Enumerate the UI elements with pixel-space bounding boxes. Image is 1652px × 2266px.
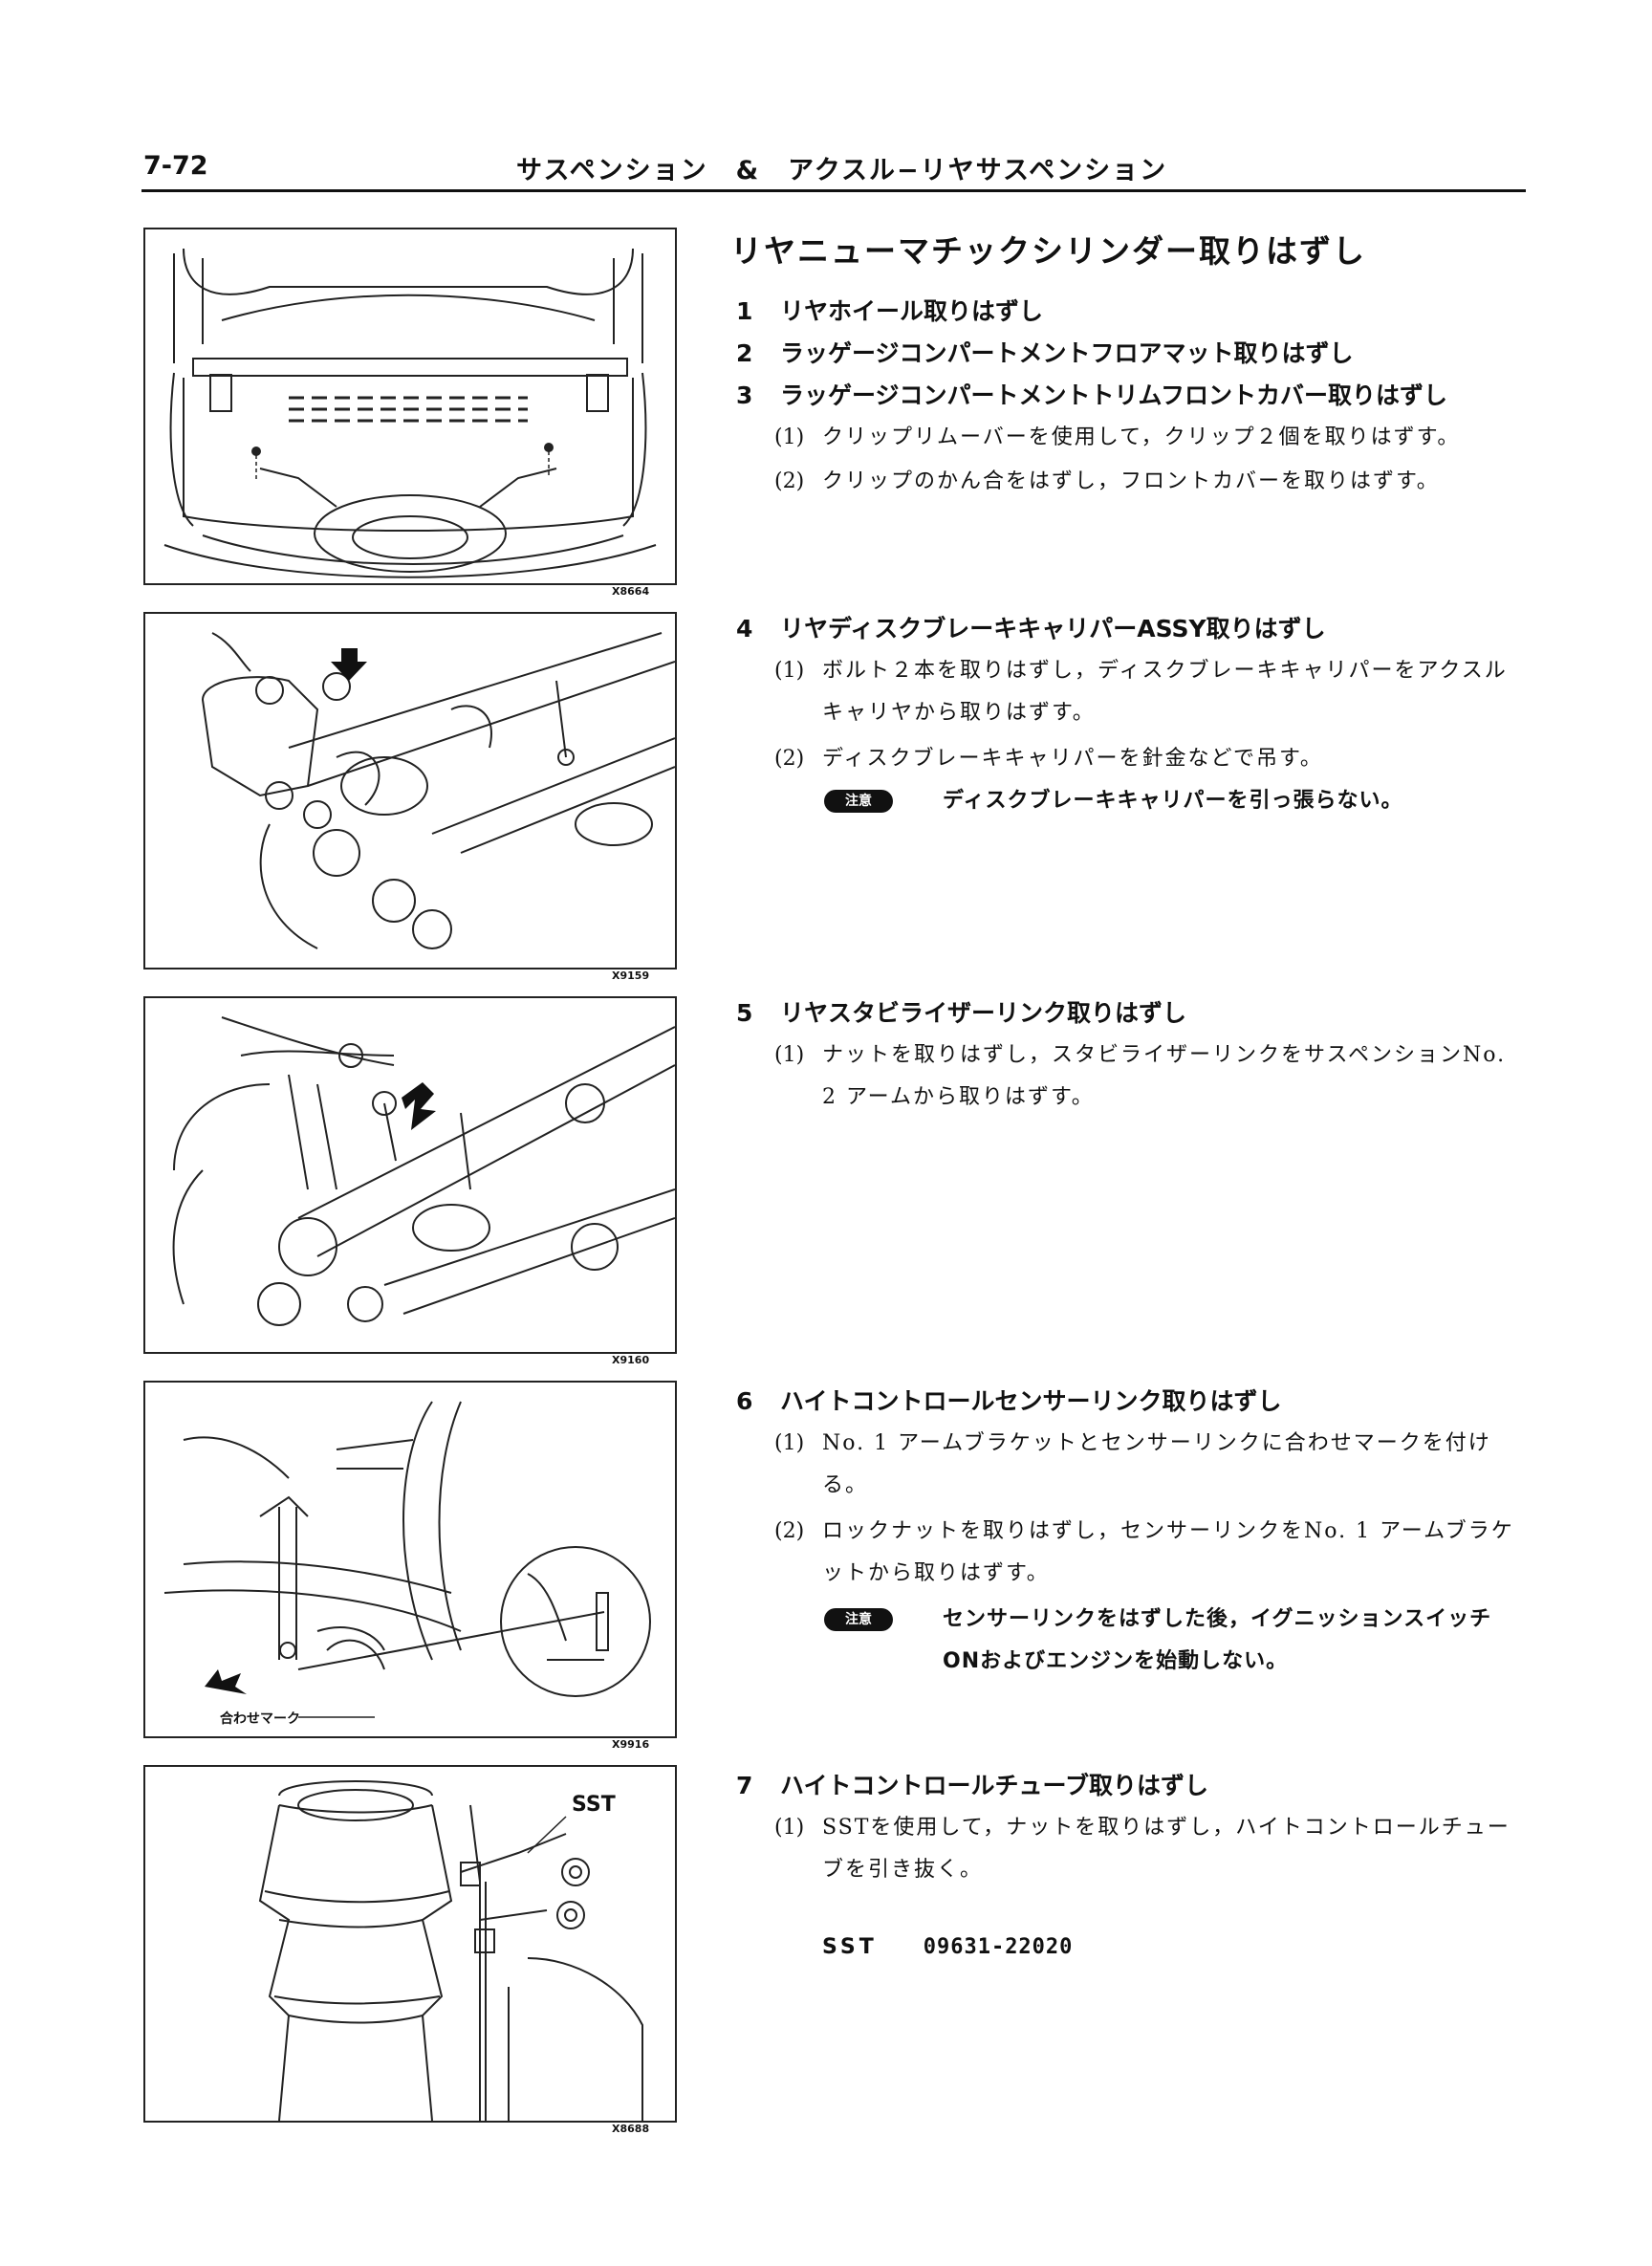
caution-text: ディスクブレーキキャリパーを引っ張らない。 [943,789,1403,813]
step-title: ラッゲージコンパートメントフロアマット取りはずし [780,339,1354,367]
main-title: リヤニューマチックシリンダー取りはずし [730,232,1366,270]
caution-note: 注意 ディスクブレーキキャリパーを引っ張らない。 [824,780,1512,822]
substep: (2) ディスクブレーキキャリパーを針金などで吊す。 [774,738,1520,780]
step-6: 6 ハイトコントロールセンサーリンク取りはずし [736,1383,1282,1417]
substep-text: クリップのかん合をはずし，フロントカバーを取りはずす。 [822,469,1440,493]
step-number: 1 [736,297,753,325]
step-title: ハイトコントロールチューブ取りはずし [780,1772,1209,1799]
caution-badge: 注意 [824,1608,893,1631]
step-1: 1 リヤホイール取りはずし [736,293,1043,327]
step-number: 2 [736,339,753,367]
substep-text: ナットを取りはずし，スタビライザーリンクをサスペンションNo. 2 アームから取… [822,1043,1507,1109]
substep-text: ボルト２本を取りはずし，ディスクブレーキキャリパーをアクスルキャリヤから取りはず… [822,659,1508,725]
figure-code: X9160 [612,1354,650,1366]
figure-code: X8688 [612,2123,650,2135]
brake-caliper-drawing [201,632,675,949]
substep-text: クリップリムーバーを使用して，クリップ２個を取りはずす。 [822,425,1461,449]
step-7: 7 ハイトコントロールチューブ取りはずし [736,1767,1208,1801]
caution-note: 注意 センサーリンクをはずした後，イグニッションスイッチONおよびエンジンを始動… [824,1599,1512,1683]
figure-pneumatic-cylinder: SST [143,1765,677,2123]
stabilizer-link-drawing [172,1016,675,1326]
alignment-mark-label: 合わせマーク [220,1710,300,1727]
figure-code: X9916 [612,1738,650,1751]
substep-number: (1) [774,659,805,683]
luggage-compartment-drawing [163,248,657,578]
caution-badge: 注意 [824,790,893,813]
substep: (1) SSTを使用して，ナットを取りはずし，ハイトコントロールチューブを引き抜… [774,1807,1520,1891]
figure-height-control-sensor: 合わせマーク [143,1381,677,1738]
sst-callout-label: SST [572,1793,616,1817]
height-control-sensor-drawing: 合わせマーク [163,1401,651,1727]
substep-number: (1) [774,425,805,449]
substep-number: (2) [774,1519,805,1543]
step-2: 2 ラッゲージコンパートメントフロアマット取りはずし [736,335,1354,369]
page-number: 7-72 [143,151,208,181]
step-3: 3 ラッゲージコンパートメントトリムフロントカバー取りはずし [736,377,1447,411]
step-number: 5 [736,999,753,1027]
substep-text: SSTを使用して，ナットを取りはずし，ハイトコントロールチューブを引き抜く。 [822,1816,1511,1882]
figure-stabilizer-link [143,996,677,1354]
caution-text: センサーリンクをはずした後，イグニッションスイッチONおよびエンジンを始動しない… [943,1607,1492,1673]
substep-number: (2) [774,747,805,771]
step-title: ハイトコントロールセンサーリンク取りはずし [780,1387,1282,1415]
figure-luggage-compartment [143,228,677,585]
substep-text: ロックナットを取りはずし，センサーリンクをNo. 1 アームブラケットから取りは… [822,1519,1514,1585]
sst-label: SST [822,1935,878,1959]
step-number: 3 [736,381,753,409]
pneumatic-cylinder-drawing: SST [258,1780,643,2121]
figure-brake-caliper [143,612,677,970]
step-4: 4 リヤディスクブレーキキャリパーASSY取りはずし [736,610,1326,644]
substep: (1) クリップリムーバーを使用して，クリップ２個を取りはずす。 [774,417,1520,459]
figure-code: X8664 [612,585,650,598]
step-title: リヤホイール取りはずし [780,297,1044,325]
step-number: 7 [736,1772,753,1799]
substep-number: (1) [774,1043,805,1067]
section-title: サスペンション & アクスル−リヤサスペンション [516,156,1168,185]
substep-number: (1) [774,1816,805,1840]
step-5: 5 リヤスタビライザーリンク取りはずし [736,994,1186,1029]
step-number: 4 [736,615,753,643]
step-title: リヤディスクブレーキキャリパーASSY取りはずし [780,615,1326,643]
substep: (1) No. 1 アームブラケットとセンサーリンクに合わせマークを付ける。 [774,1423,1520,1507]
step-title: ラッゲージコンパートメントトリムフロントカバー取りはずし [780,381,1448,409]
figure-code: X9159 [612,970,650,982]
substep-text: No. 1 アームブラケットとセンサーリンクに合わせマークを付ける。 [822,1431,1491,1497]
substep-number: (2) [774,469,805,493]
substep: (2) クリップのかん合をはずし，フロントカバーを取りはずす。 [774,461,1520,503]
sst-part-number: 09631-22020 [923,1935,1074,1959]
substep-text: ディスクブレーキキャリパーを針金などで吊す。 [822,747,1323,771]
substep: (1) ボルト２本を取りはずし，ディスクブレーキキャリパーをアクスルキャリヤから… [774,650,1520,734]
header-divider [141,189,1526,192]
substep: (1) ナットを取りはずし，スタビライザーリンクをサスペンションNo. 2 アー… [774,1035,1520,1119]
step-number: 6 [736,1387,753,1415]
sst-reference: SST 09631-22020 [822,1935,1073,1959]
substep-number: (1) [774,1431,805,1455]
step-title: リヤスタビライザーリンク取りはずし [780,999,1187,1027]
substep: (2) ロックナットを取りはずし，センサーリンクをNo. 1 アームブラケットか… [774,1511,1520,1595]
